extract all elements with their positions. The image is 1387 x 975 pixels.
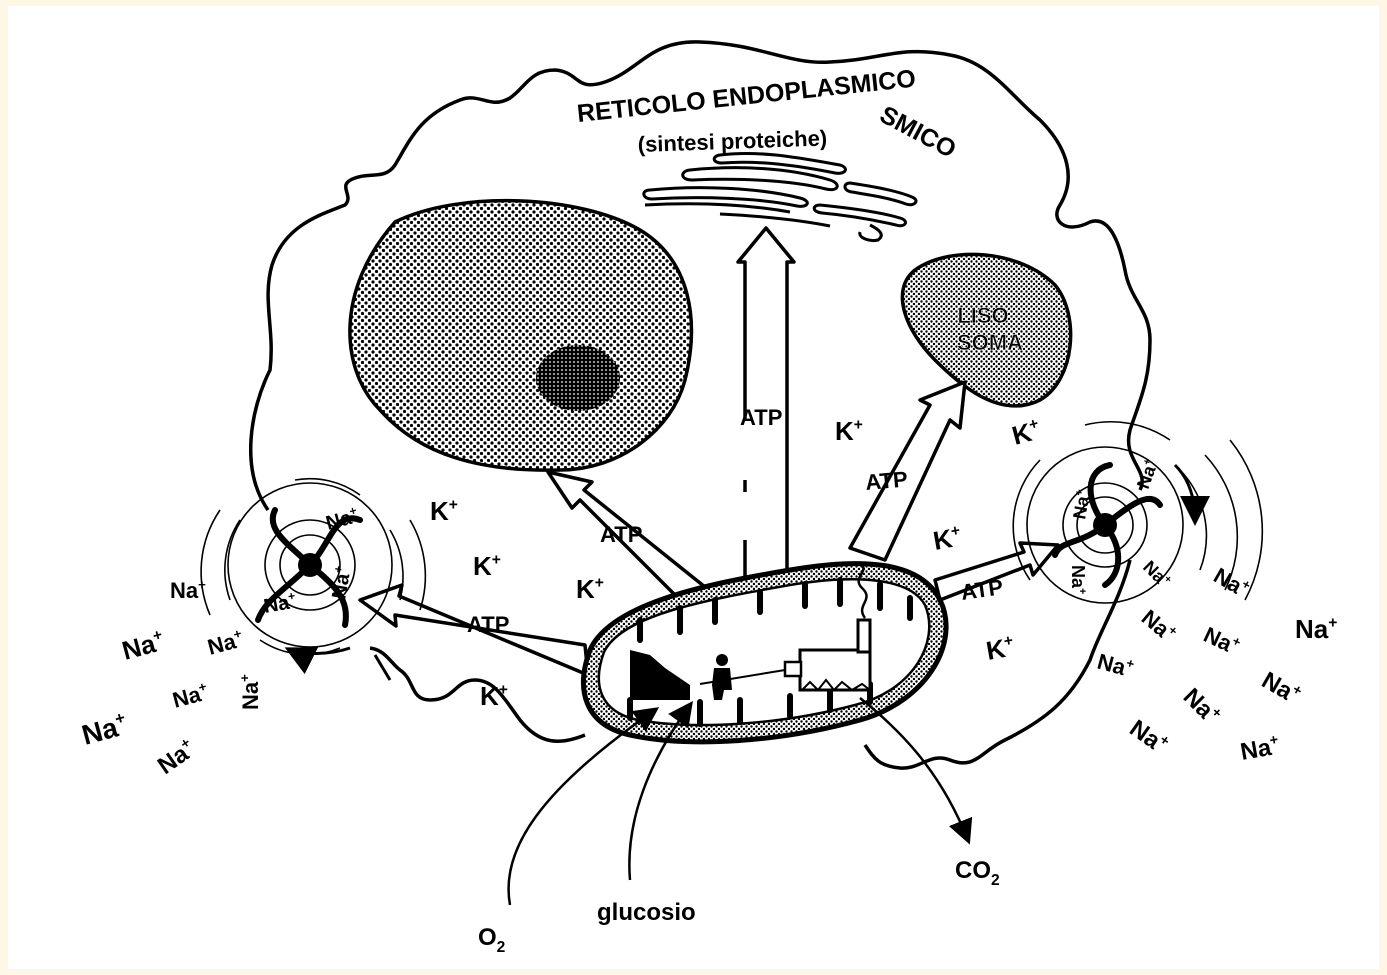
k-ion-label: K+ [576,574,604,604]
na-ion-label: Na+ [78,708,131,751]
k-ion-label: K+ [984,632,1017,666]
na-ion-label: Na+ [1139,557,1174,592]
er-title: RETICOLO ENDOPLASMICO [576,65,917,128]
k-ion-label: K+ [430,496,458,526]
furnace [800,650,870,690]
lysosome-label-2: SOMA [957,330,1023,355]
glucose-label: glucosio [597,899,696,926]
er-subtitle: (sintesi proteiche) [637,125,827,157]
na-ion-label: Na+ [153,735,201,780]
na-ion-label: Na+ [262,589,298,618]
na-ion-label: Na+ [170,679,212,713]
er-title-cont: SMICO [875,101,961,164]
na-ion-label: Na+ [205,626,247,660]
k-ion-label: K+ [835,416,863,446]
na-ion-label: Na+ [1125,714,1173,759]
k-ion-label: K+ [480,681,508,711]
na-ion-label: Na+ [1200,621,1244,660]
worker-head [716,654,728,666]
na-ion-label: Na+ [326,565,355,601]
na-ion-label: Na+ [1257,666,1305,709]
k-ion-label: K+ [1009,415,1044,451]
na-ion-label: Na+ [119,626,168,666]
na-ion-label: Na+ [1137,604,1181,647]
na-ion-label: Na+ [1238,732,1281,766]
na-ion-label: Na+ [1068,565,1088,594]
atp-label: ATP [864,466,908,495]
atp-label: ATP [600,522,642,547]
co2-label: CO2 [955,857,1000,889]
na-ion-label: Na+ [1133,457,1162,491]
na-ion-label: Na+ [170,577,206,603]
oxygen-arrow [509,710,655,905]
mitochondrion [583,564,946,742]
na-ion-label: Na+ [237,674,263,710]
atp-label: ATP [959,574,1004,605]
lysosome-label-1: LISO [957,303,1008,328]
endoplasmic-reticulum [644,153,916,240]
atp-label: ATP [740,405,782,430]
na-ion-label: Na+ [1178,683,1225,730]
na-ion-label: Na+ [1095,648,1137,682]
nucleus [350,201,691,471]
atp-label: ATP [467,612,509,637]
k-ion-label: K+ [931,522,964,556]
oxygen-label: O2 [478,924,506,956]
na-ion-label: Na+ [1295,614,1337,644]
co2-arrow [860,698,968,840]
k-ion-label: K+ [473,551,501,581]
nucleolus [536,345,620,411]
